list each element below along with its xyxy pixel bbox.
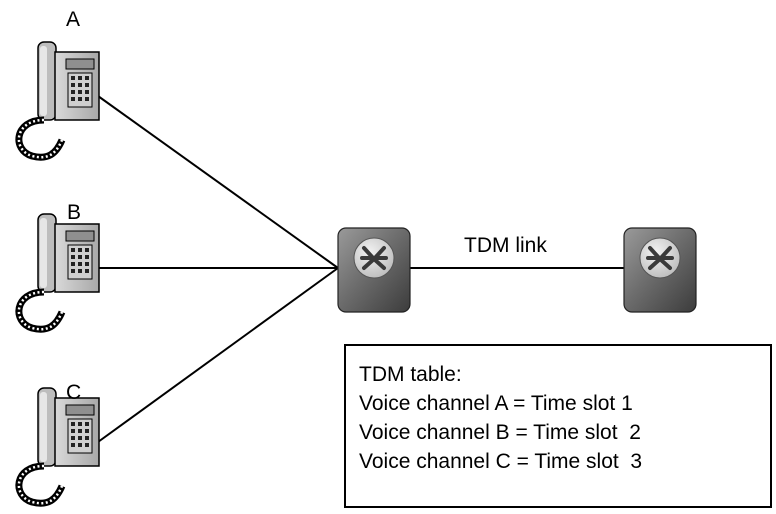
phone-b-label: B (67, 201, 82, 224)
line-phone-c (97, 267, 339, 443)
switch-icon-left (336, 226, 412, 314)
tdm-table-row: Voice channel C = Time slot 3 (359, 450, 643, 473)
tdm-table-title: TDM table: (359, 363, 462, 386)
telephone-icon-b (19, 214, 99, 329)
tdm-table-row: Voice channel A = Time slot 1 (359, 392, 633, 415)
phone-a-label: A (66, 8, 81, 31)
telephone-icon-c (19, 388, 99, 503)
phone-c-label: C (66, 381, 82, 404)
tdm-table: TDM table: Voice channel A = Time slot 1… (344, 344, 772, 508)
switch-icon-right (622, 226, 698, 314)
telephone-icon-a (19, 42, 99, 157)
tdm-link-label: TDM link (464, 234, 547, 257)
tdm-table-row: Voice channel B = Time slot 2 (359, 421, 641, 444)
line-phone-a (97, 95, 339, 269)
